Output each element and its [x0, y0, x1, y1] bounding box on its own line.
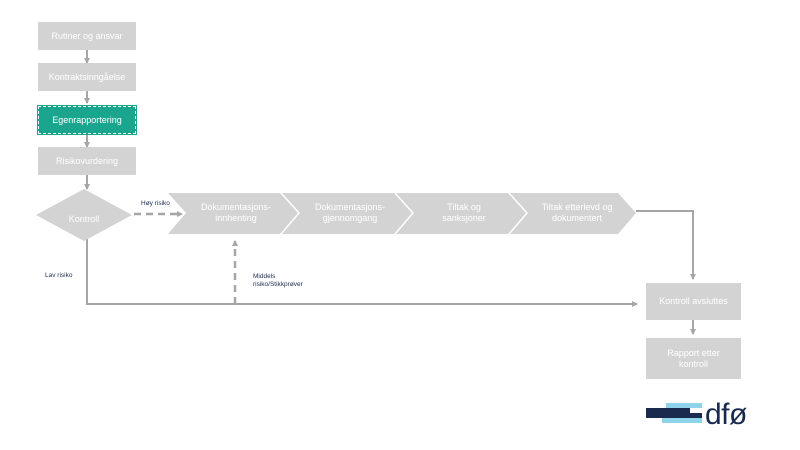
step-risikovurdering: Risikovurdering — [38, 147, 136, 175]
edge-label-middels-risiko: Middels risiko/Stikkprøver — [253, 273, 303, 288]
dfo-logo-mark — [646, 403, 702, 423]
step-kontroll-avsluttes: Kontroll avsluttes — [646, 283, 741, 320]
edge-label-lav-risiko: Lav risiko — [45, 272, 73, 279]
chevron-shape-2 — [282, 193, 412, 234]
chevron-shape-1 — [168, 193, 298, 234]
decision-label: Kontroll — [68, 214, 100, 224]
step-rutiner-og-ansvar: Rutiner og ansvar — [38, 22, 136, 50]
arrow-tiltak-avsluttes — [636, 210, 696, 280]
chevron-label-dokumentasjonsinnhenting: Dokumentasjons- innhenting — [200, 202, 272, 223]
chevron-shape-4 — [510, 193, 636, 234]
step-kontraktsinngaelse: Kontraktsinngåelse — [38, 63, 136, 91]
arrow-lav-risiko — [86, 239, 638, 307]
chevron-label-dokumentasjonsgjennomgang: Dokumentasjons- gjennomgang — [314, 202, 386, 223]
dfo-logo-text: dfø — [705, 398, 747, 431]
chevron-label-tiltak-og-sanksjoner: Tiltak og sanksjoner — [442, 202, 486, 223]
step-egenrapportering: Egenrapportering — [37, 105, 137, 135]
chevron-shape-3 — [396, 193, 526, 234]
step-rapport-etter-kontroll: Rapport etter kontroll — [646, 338, 741, 379]
chevron-label-tiltak-etterlevd: Tiltak etterlevd og dokumentert — [541, 202, 613, 223]
edge-label-hoy-risiko: Høy risiko — [141, 200, 170, 207]
decision-diamond — [36, 189, 132, 241]
